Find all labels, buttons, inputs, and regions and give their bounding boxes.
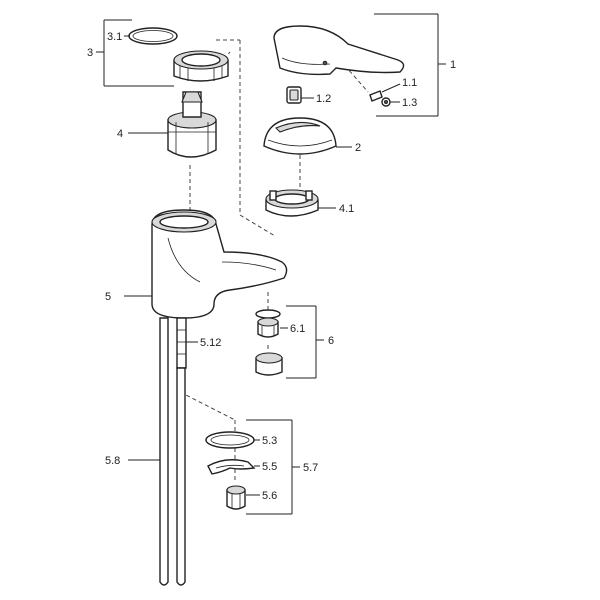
label-1-3: 1.3: [402, 97, 417, 109]
label-5-8: 5.8: [105, 455, 120, 467]
label-5-5: 5.5: [262, 461, 277, 473]
label-2: 2: [355, 142, 361, 154]
label-6-1: 6.1: [290, 323, 305, 335]
part-2-dome-cover: [263, 117, 337, 155]
label-3-1: 3.1: [107, 31, 122, 43]
label-5-6: 5.6: [262, 490, 277, 502]
part-1-2-cap: [286, 86, 302, 104]
part-3-1-oring: [128, 27, 178, 45]
part-1-lever-handle: [273, 25, 405, 76]
part-1-1-screw: [369, 90, 383, 102]
label-1: 1: [450, 59, 456, 71]
label-5-12: 5.12: [200, 337, 221, 349]
part-5-6-nut: [226, 485, 246, 510]
label-5-7: 5.7: [303, 462, 318, 474]
label-1-1: 1.1: [402, 77, 417, 89]
part-5-faucet-body: [151, 209, 288, 319]
part-6-aerator-housing: [255, 352, 283, 376]
label-4-1: 4.1: [339, 203, 354, 215]
part-5-12-hose-connector: [176, 317, 187, 369]
label-5: 5: [105, 291, 111, 303]
label-6: 6: [328, 335, 334, 347]
label-4: 4: [117, 128, 123, 140]
part-4-cartridge: [167, 91, 217, 158]
part-1-3-screw: [381, 97, 391, 107]
part-4-1-ring: [265, 189, 319, 217]
part-6-1-aerator-insert: [255, 309, 281, 338]
part-5-8-supply-hoses: [159, 317, 186, 586]
label-3: 3: [87, 47, 93, 59]
part-3-nut: [173, 50, 229, 82]
leader-lines: [96, 13, 446, 515]
part-5-5-clip: [207, 459, 256, 475]
part-5-3-ring: [205, 431, 255, 449]
label-5-3: 5.3: [262, 435, 277, 447]
part-labels: 3.1 3 4 1 1.1 1.2 1.3 2 4.1 5 5.12 6.1 6…: [87, 31, 456, 502]
label-1-2: 1.2: [316, 93, 331, 105]
